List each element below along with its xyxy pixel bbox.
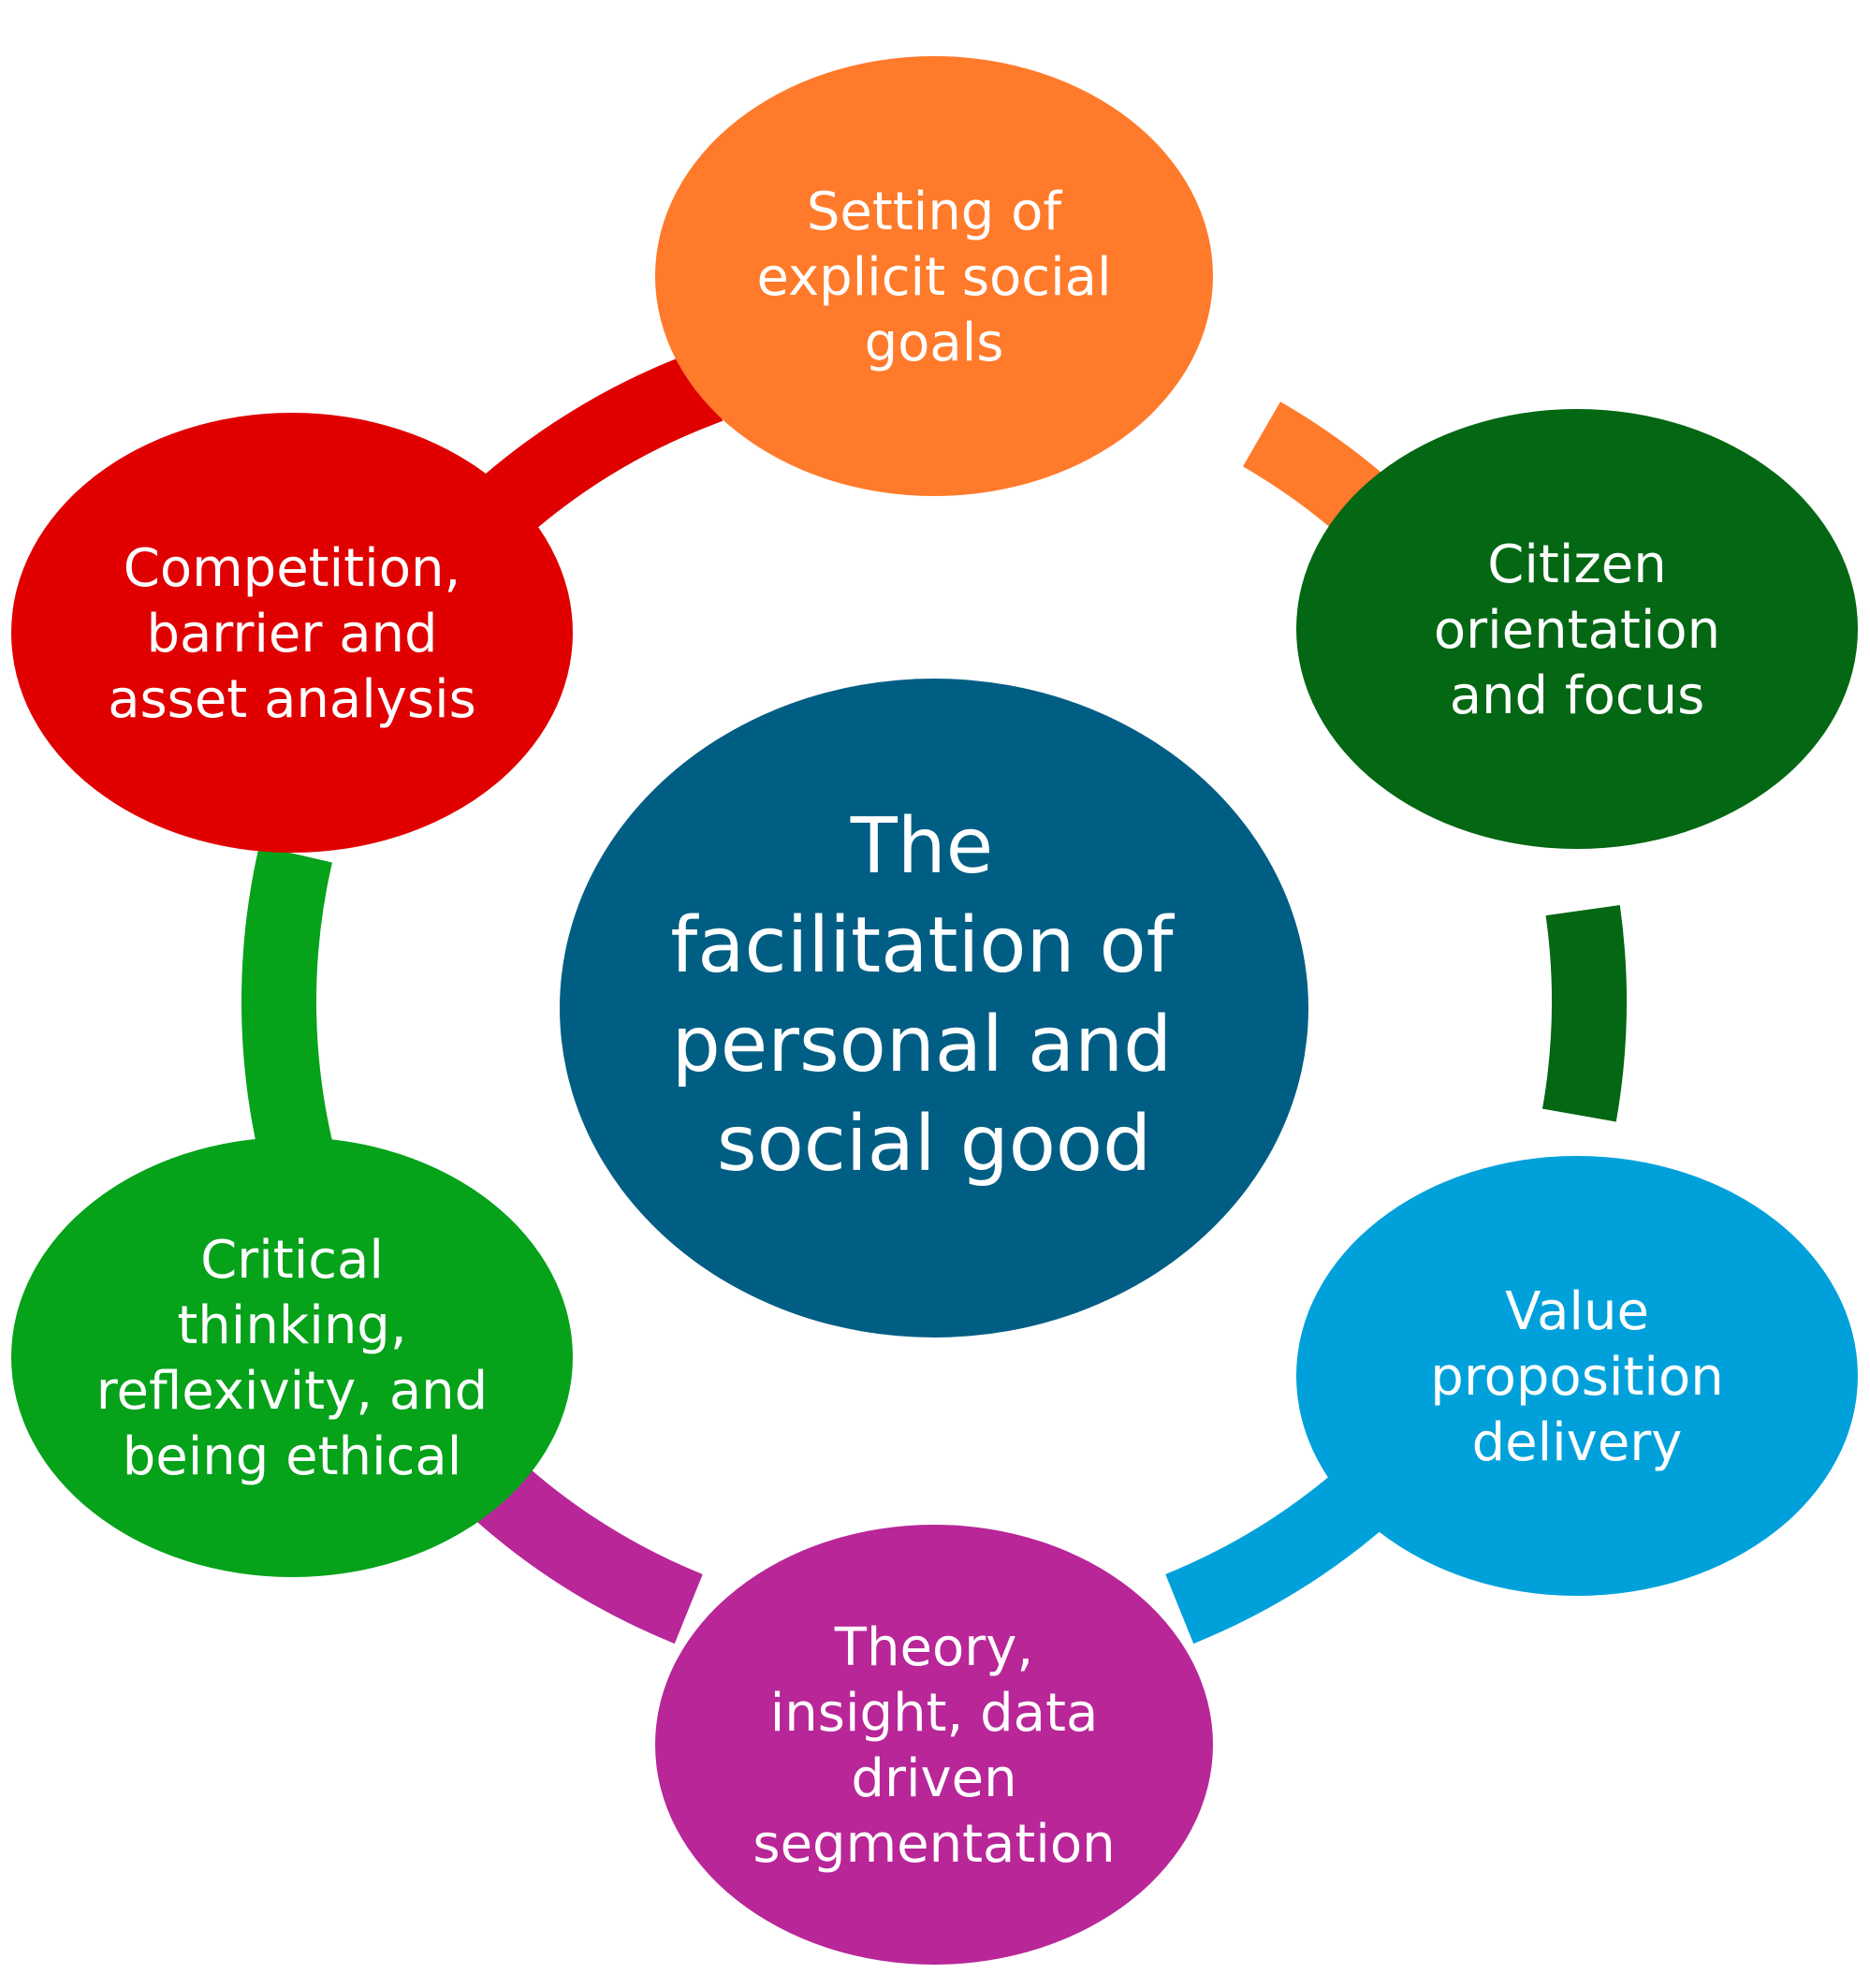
center-label: The facilitation of personal and social … [670,802,1197,1189]
node-label-line: Value [1505,1281,1649,1342]
connector-arc-lower-left [241,845,338,1181]
node-circle-upper-right [1296,409,1858,849]
node-label-line: Critical [200,1230,384,1291]
connector-arc-lower-right [1164,1460,1398,1644]
node-label-line: goals [865,313,1004,373]
center-label-line: social good [717,1100,1151,1189]
node-label-line: delivery [1472,1412,1683,1473]
node-label-line: barrier and [146,604,437,665]
node-label-line: asset analysis [108,669,476,730]
center-label-line: The [850,802,994,891]
node-circle-upper-left [11,413,573,853]
connector-arc-bottom [470,1460,704,1644]
node-label-line: segmentation [752,1814,1115,1875]
center-label-line: personal and [672,1001,1172,1089]
node-circle-lower-right [1296,1156,1858,1596]
node-circle-top [655,56,1213,496]
center-circle [560,679,1308,1338]
node-label-line: being ethical [123,1426,462,1487]
connector-arc-upper-right [1541,905,1627,1122]
node-circle-lower-left [11,1137,573,1577]
node-label-line: proposition [1430,1347,1723,1408]
center-circle-group: The facilitation of personal and social … [560,679,1308,1338]
node-label-line: driven [851,1748,1016,1809]
node-label-line: Setting of [807,182,1063,242]
node-label-line: and focus [1450,665,1705,726]
node-circle-bottom [655,1525,1213,1965]
node-label-line: reflexivity, and [96,1361,488,1422]
connector-arc-upper-left [470,350,723,543]
node-label-line: Theory, [834,1617,1033,1678]
center-label-line: facilitation of [670,901,1175,990]
node-label-line: orientation [1434,600,1720,661]
node-label-line: explicit social [756,247,1111,308]
node-label-line: Citizen [1487,534,1667,595]
node-label-line: Competition, [124,538,461,599]
node-label-line: thinking, [177,1295,406,1356]
node-label-line: insight, data [770,1683,1099,1744]
